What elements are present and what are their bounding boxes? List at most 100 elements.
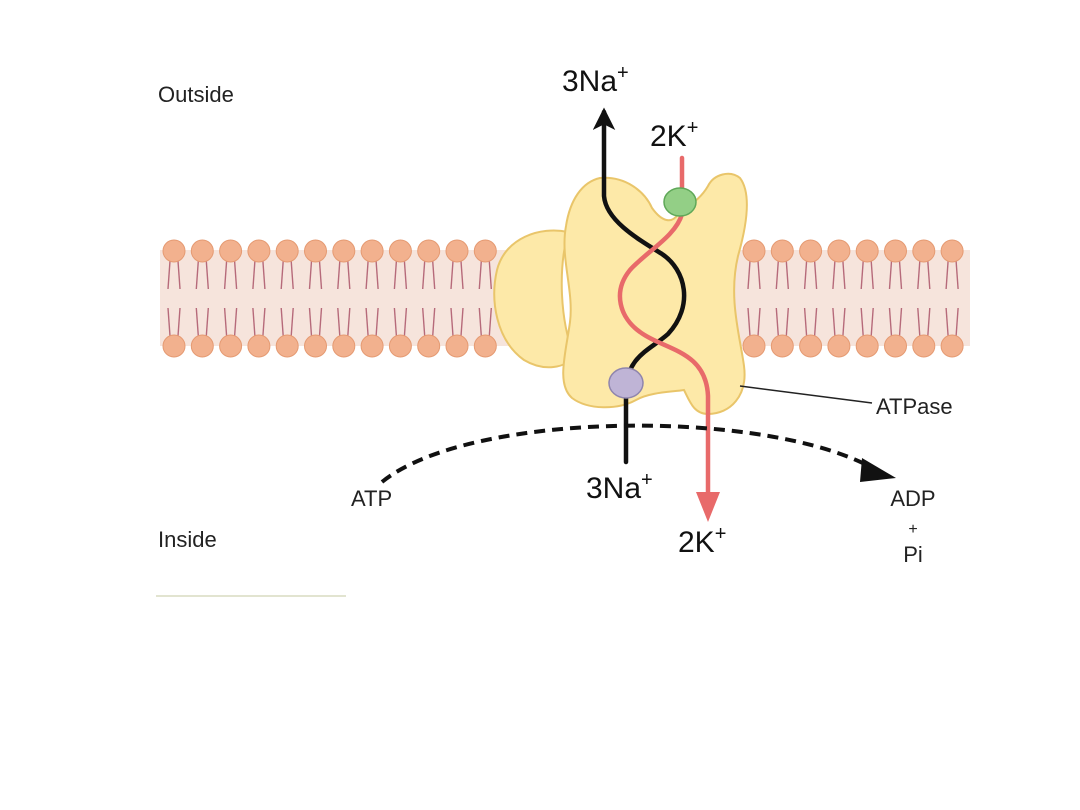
lipid-tail xyxy=(842,307,846,337)
sodium-inside-label: 3Na+ xyxy=(586,469,653,505)
lipid-tail xyxy=(375,307,379,337)
sodium-inside-base: 3Na xyxy=(586,472,641,505)
membrane-band-left xyxy=(160,250,510,346)
lipid-head xyxy=(219,334,243,358)
lipid-head xyxy=(388,239,412,263)
atpase-left-lobe xyxy=(493,229,576,369)
lipid-tail xyxy=(290,260,294,290)
lipid-head xyxy=(770,239,794,263)
atp-to-adp-arc xyxy=(380,423,878,484)
lipid-head xyxy=(219,239,243,263)
lipid-tail xyxy=(308,260,313,290)
lipid-head xyxy=(884,239,907,263)
lipid-head xyxy=(417,334,441,358)
lipid-tail xyxy=(167,307,171,337)
sodium-outside-charge: + xyxy=(617,62,629,84)
potassium-outside-base: 2K xyxy=(650,120,687,153)
sodium-transport-path xyxy=(592,107,687,465)
sodium-outside-label: 3Na+ xyxy=(562,62,629,98)
lipid-head xyxy=(332,239,356,263)
lipid-head xyxy=(827,239,851,263)
potassium-inside-charge: + xyxy=(715,523,727,545)
potassium-inside-base: 2K xyxy=(678,526,715,559)
lipid-tail xyxy=(450,260,454,290)
potassium-binding-site xyxy=(663,187,697,217)
lipid-tail xyxy=(290,307,294,337)
lipid-tail xyxy=(422,260,426,290)
lipid-tail xyxy=(262,307,266,337)
atp-arc-arrowhead xyxy=(860,458,896,482)
lipid-head xyxy=(162,334,186,358)
lipid-tail xyxy=(233,307,238,337)
lipid-head xyxy=(417,239,441,263)
lipid-tail xyxy=(337,307,341,337)
lipid-tail xyxy=(832,260,836,290)
lipid-tail xyxy=(177,260,181,290)
lipid-tail xyxy=(757,260,761,290)
potassium-arrowhead xyxy=(696,492,720,522)
lipid-tail xyxy=(747,307,751,337)
lipid-tail xyxy=(280,260,284,290)
membrane-band-right xyxy=(730,250,970,346)
lipid-tail xyxy=(927,307,931,337)
lipid-tail xyxy=(775,307,779,337)
lipid-tail xyxy=(450,307,454,337)
lipid-head xyxy=(445,334,469,358)
lipid-tail xyxy=(888,260,893,290)
lipid-head xyxy=(940,239,964,263)
lipid-head xyxy=(884,334,907,358)
lipid-tail xyxy=(347,307,351,337)
lipid-head xyxy=(799,239,823,263)
lipid-bilayer xyxy=(162,239,964,358)
sodium-binding-site xyxy=(608,367,644,399)
lipid-head xyxy=(827,334,851,358)
lipid-tail xyxy=(488,260,492,290)
lipid-head xyxy=(445,239,469,263)
lipid-tail xyxy=(785,260,789,290)
lipid-tail xyxy=(860,307,864,337)
lipid-head xyxy=(360,334,384,358)
lipid-head xyxy=(190,334,214,358)
lipid-tail xyxy=(917,260,921,290)
lipid-tail xyxy=(262,260,266,290)
lipid-tail xyxy=(365,260,369,290)
lipid-head xyxy=(473,239,497,263)
lipid-tail xyxy=(775,260,779,290)
lipid-tail xyxy=(205,307,209,337)
lipid-tail xyxy=(955,307,959,337)
lipid-tail xyxy=(252,307,256,337)
lipid-tail xyxy=(478,260,482,290)
lipid-tail xyxy=(955,260,959,290)
lipid-tail xyxy=(318,307,323,337)
lipid-tail xyxy=(280,307,284,337)
lipid-tail xyxy=(460,260,464,290)
lipid-tail xyxy=(365,307,369,337)
potassium-outside-label: 2K+ xyxy=(650,117,698,153)
lipid-tail xyxy=(403,260,408,290)
lipid-head xyxy=(742,239,766,263)
lipid-tail xyxy=(318,260,323,290)
plus-sign: + xyxy=(908,521,917,538)
potassium-transport-path xyxy=(617,155,711,501)
lipid-tail xyxy=(393,307,398,337)
lipid-tail xyxy=(233,260,238,290)
sodium-inside-charge: + xyxy=(641,469,653,491)
atp-label: ATP xyxy=(351,486,392,511)
lipid-tail xyxy=(842,260,846,290)
lipid-tail xyxy=(167,260,171,290)
lipid-head xyxy=(473,334,497,358)
lipid-head xyxy=(304,334,327,358)
lipid-head xyxy=(912,239,936,263)
lipid-tail xyxy=(223,307,228,337)
atpase-label: ATPase xyxy=(876,394,953,419)
lipid-head xyxy=(742,334,766,358)
lipid-tail xyxy=(747,260,751,290)
lipid-tail xyxy=(337,260,341,290)
lipid-tail xyxy=(813,260,818,290)
lipid-head xyxy=(332,334,356,358)
lipid-head xyxy=(247,334,271,358)
lipid-head xyxy=(855,239,879,263)
lipid-tail xyxy=(898,307,903,337)
